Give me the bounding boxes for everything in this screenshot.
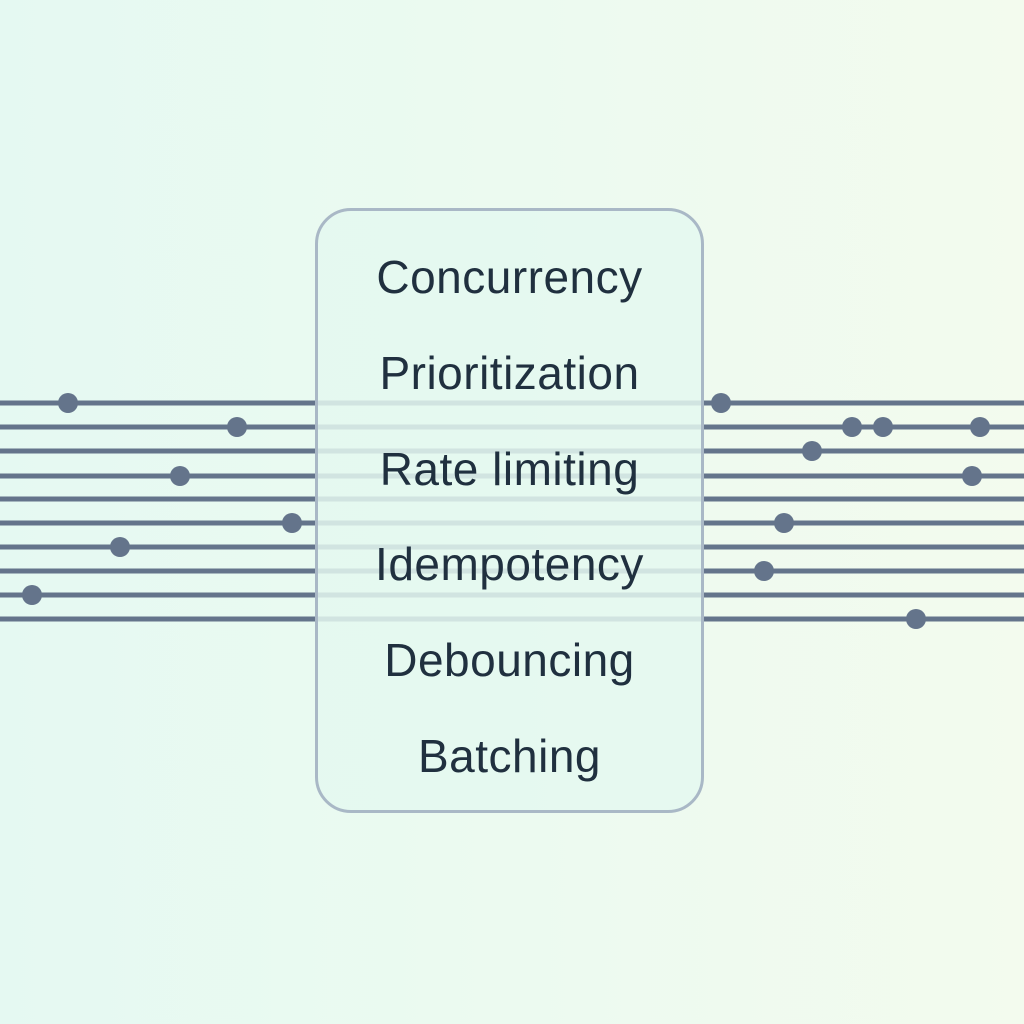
- flow-dot: [906, 609, 926, 629]
- flow-dot: [58, 393, 78, 413]
- flow-dot: [962, 466, 982, 486]
- card-item-debouncing: Debouncing: [384, 634, 635, 687]
- flow-dot: [110, 537, 130, 557]
- flow-dot: [227, 417, 247, 437]
- flow-dot: [842, 417, 862, 437]
- flow-dot: [970, 417, 990, 437]
- concepts-card: Concurrency Prioritization Rate limiting…: [315, 208, 704, 813]
- flow-dot: [282, 513, 302, 533]
- flow-dot: [802, 441, 822, 461]
- card-item-prioritization: Prioritization: [379, 346, 640, 399]
- card-item-batching: Batching: [417, 729, 601, 782]
- card-item-rate-limiting: Rate limiting: [379, 442, 640, 495]
- flow-dot: [873, 417, 893, 437]
- flow-dot: [22, 585, 42, 605]
- flow-dot: [170, 466, 190, 486]
- flow-dot: [711, 393, 731, 413]
- card-item-idempotency: Idempotency: [375, 538, 644, 591]
- card-item-concurrency: Concurrency: [376, 251, 643, 303]
- flow-dot: [754, 561, 774, 581]
- flow-dot: [774, 513, 794, 533]
